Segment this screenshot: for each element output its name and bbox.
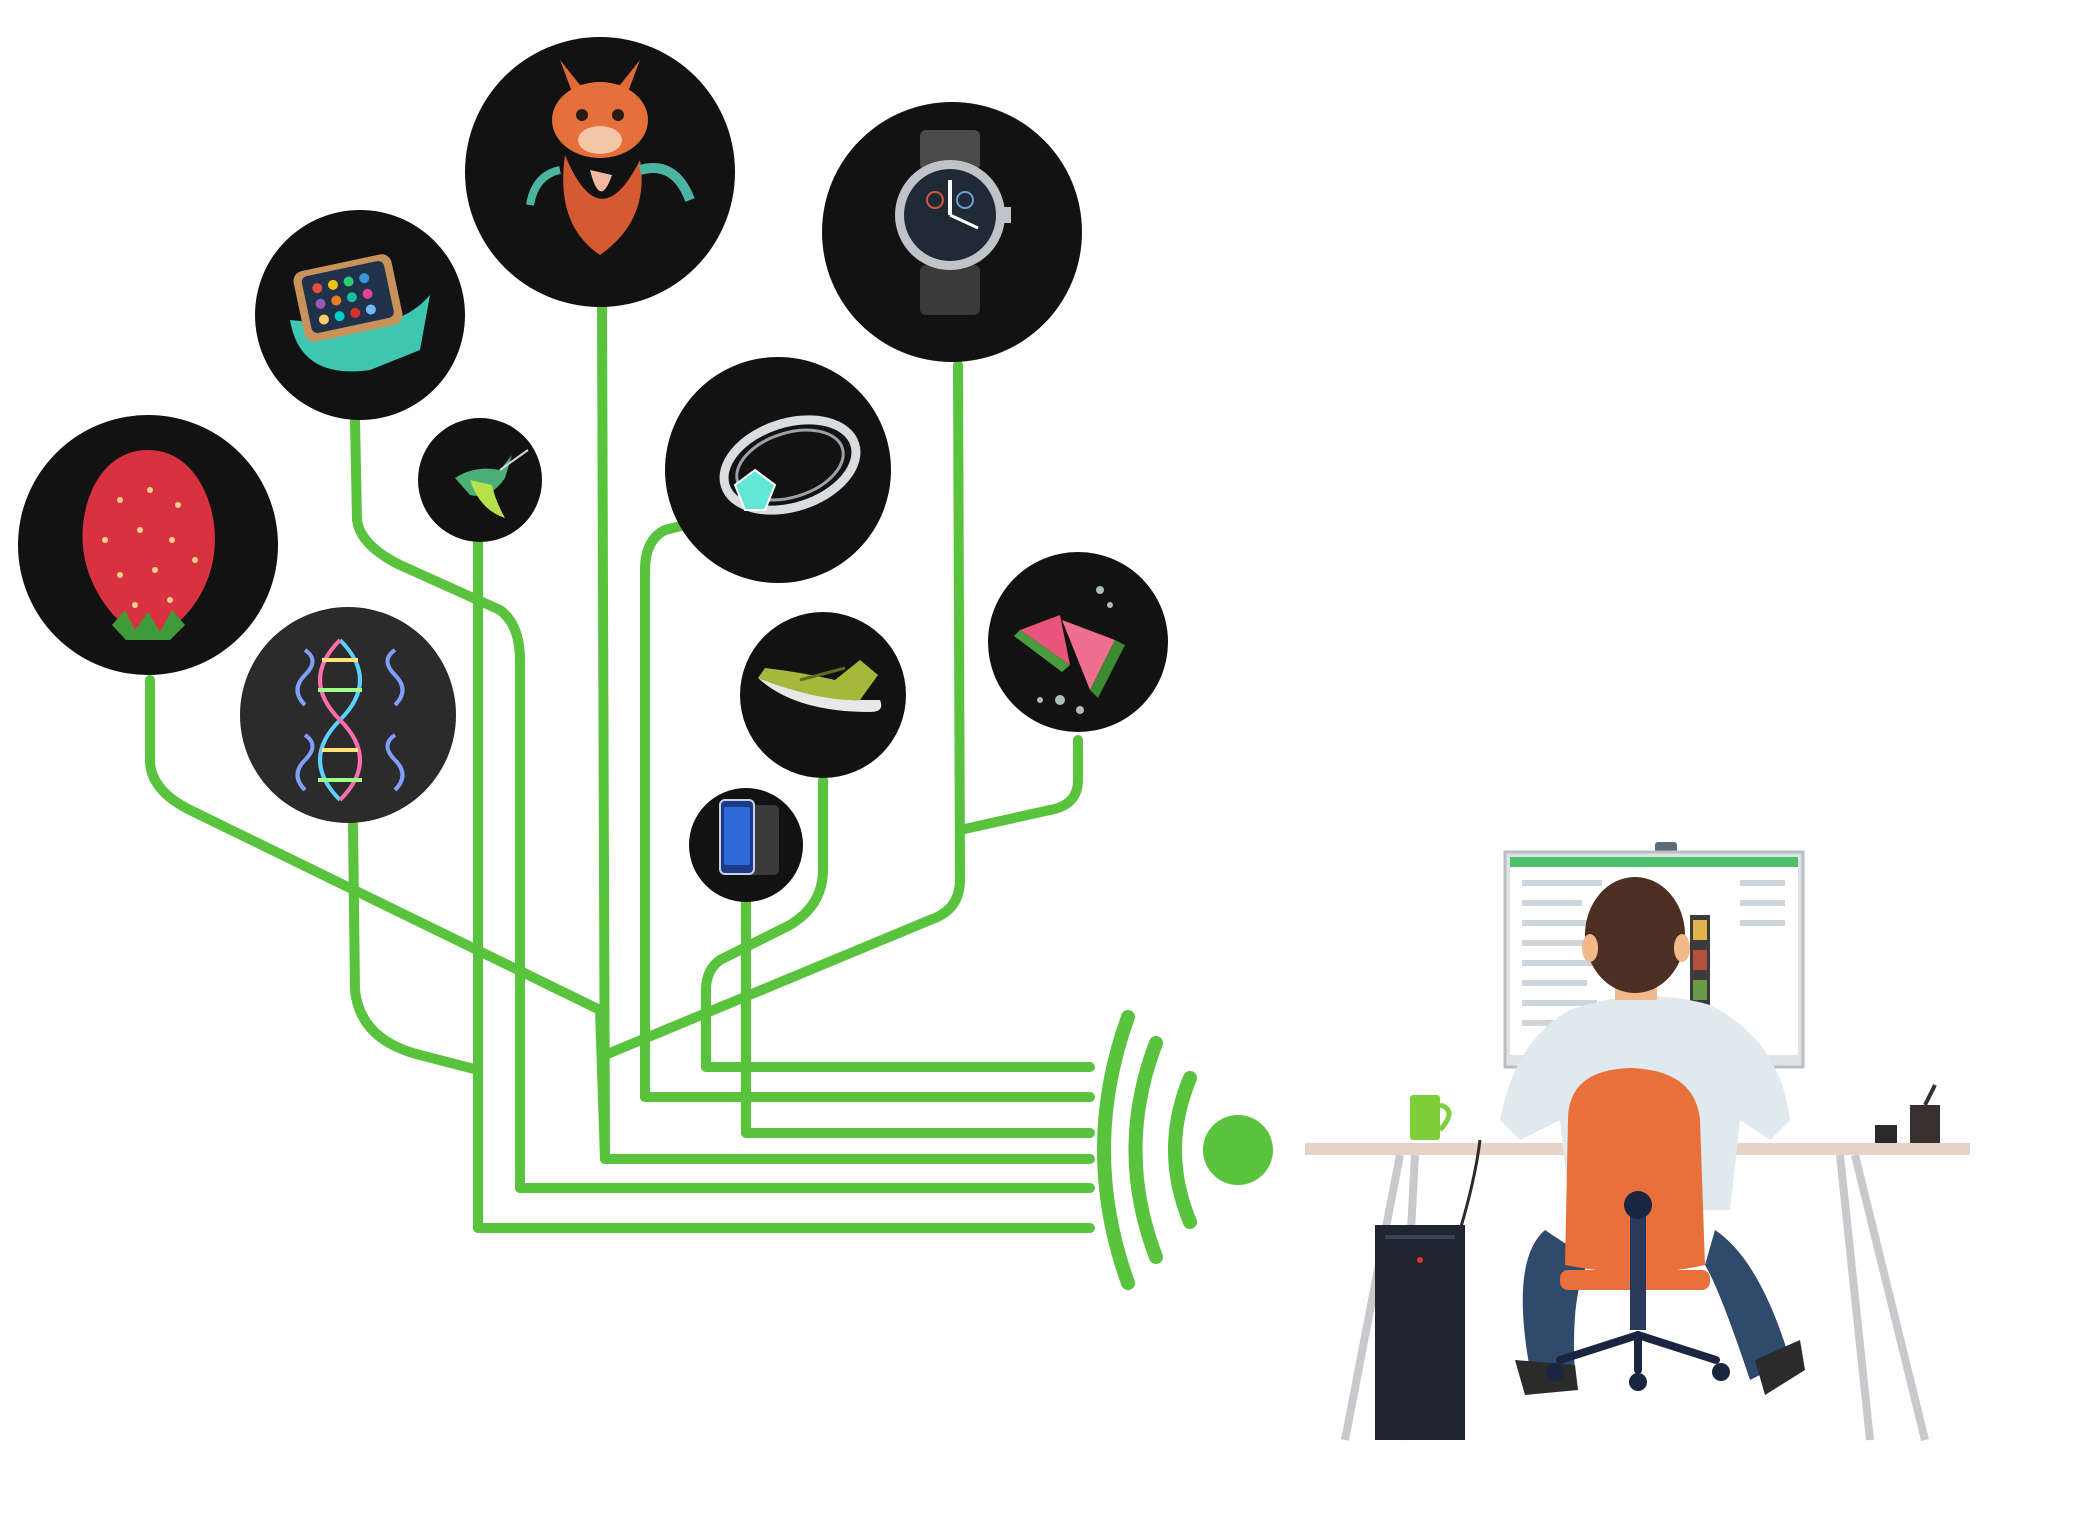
- smartphone-bubble: [689, 788, 803, 902]
- wire-watermelon: [960, 740, 1078, 830]
- sneaker-bubble: [740, 612, 906, 778]
- ring-bubble: [665, 357, 891, 583]
- wire-dna: [353, 825, 478, 1228]
- wire-ring: [645, 525, 685, 1097]
- smartwatch-bubble: [255, 210, 465, 420]
- desk-gadget-icon: [1875, 1085, 1940, 1143]
- watermelon-bubble: [988, 552, 1168, 732]
- pc-tower-icon: [1375, 1225, 1465, 1440]
- mug-icon: [1410, 1095, 1449, 1140]
- dna-bubble: [240, 607, 456, 823]
- hummingbird-bubble: [418, 418, 542, 542]
- wire-fox: [602, 305, 605, 1159]
- wristwatch-bubble: [822, 102, 1082, 362]
- strawberry-bubble: [18, 415, 278, 675]
- workstation: [1305, 842, 1970, 1440]
- fox-bubble: [465, 37, 735, 307]
- smartphone-icon: [720, 800, 779, 875]
- broadcast-signal-icon: [1104, 1017, 1273, 1283]
